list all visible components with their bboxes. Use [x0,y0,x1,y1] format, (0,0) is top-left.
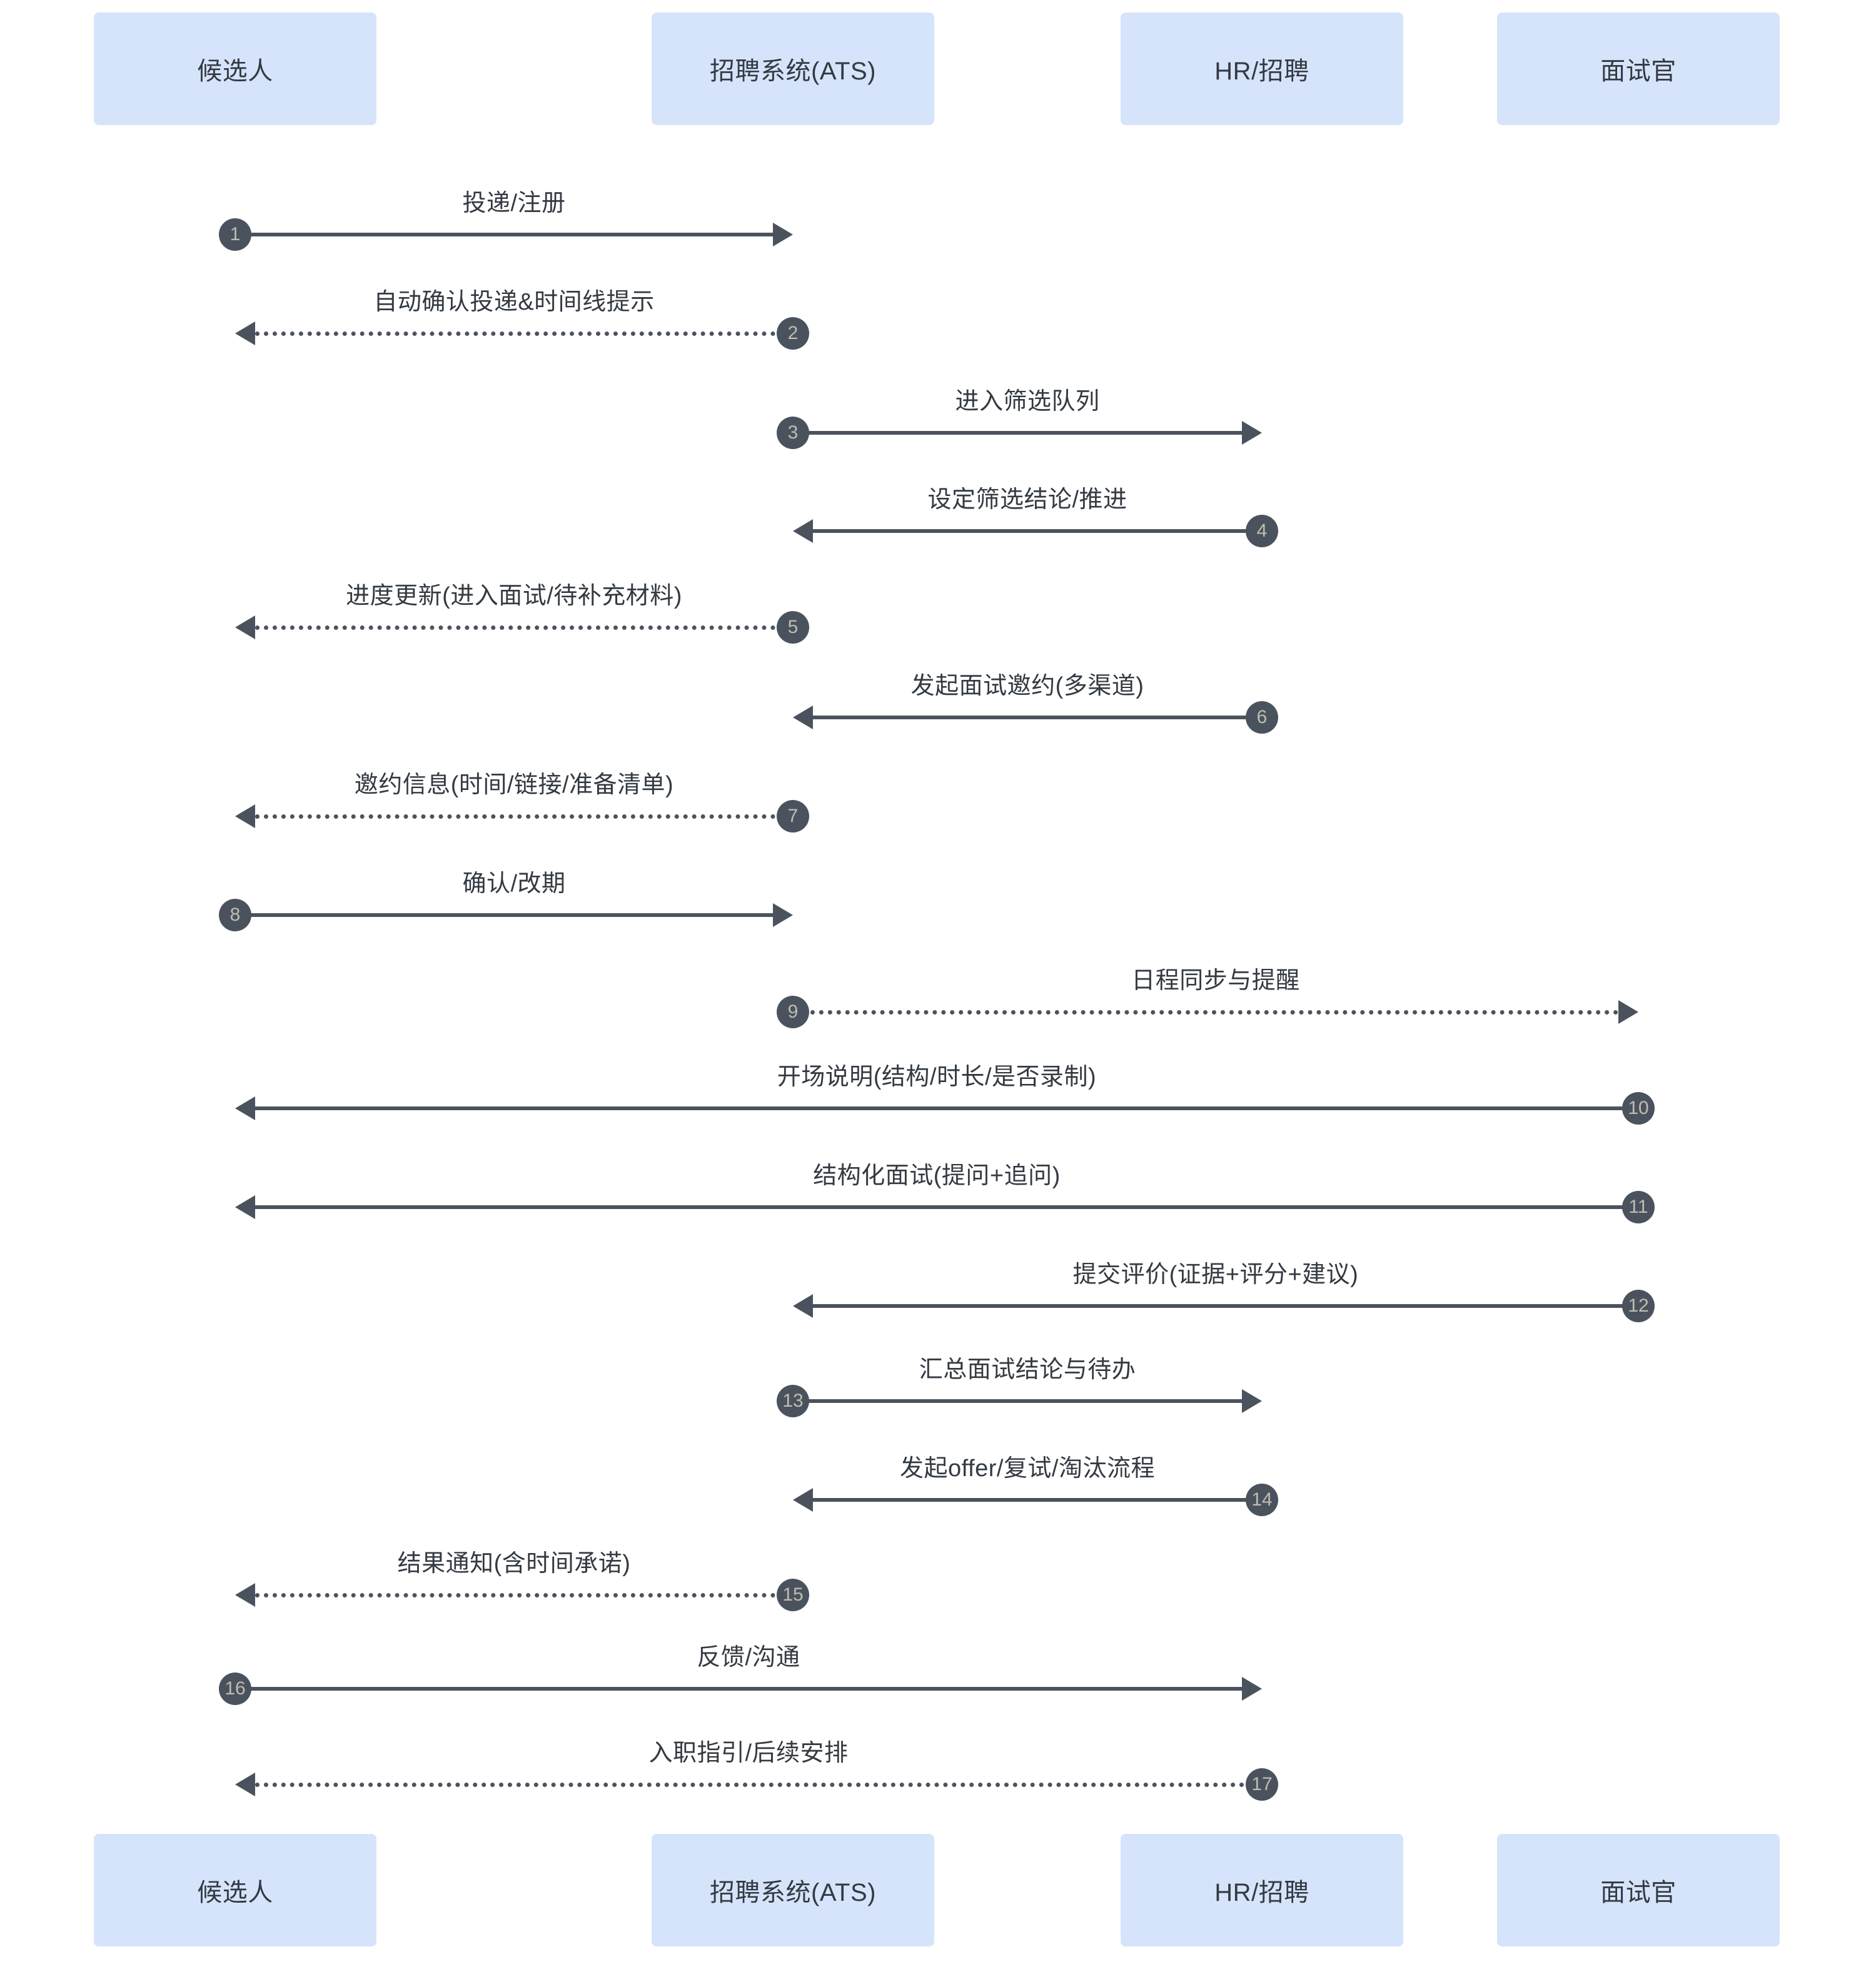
lifeline-interviewer [1638,125,1639,1834]
message-line-8 [235,913,773,917]
message-label-4: 设定筛选结论/推进 [927,487,1127,513]
message-label-9: 日程同步与提醒 [1131,968,1300,994]
message-line-13 [793,1399,1242,1403]
arrow-head-left-17 [235,1773,255,1796]
message-number-5: 5 [777,611,809,644]
actor-box-top-hr[interactable]: HR/招聘 [1121,13,1403,125]
actor-label-hr: HR/招聘 [1214,1879,1309,1906]
message-label-5: 进度更新(进入面试/待补充材料) [346,583,682,609]
arrow-head-right-1 [773,223,793,246]
message-number-3: 3 [777,417,809,449]
arrow-head-left-4 [793,519,813,543]
message-line-10 [255,1106,1638,1110]
arrow-head-left-7 [235,804,255,828]
message-line-2 [255,332,793,336]
actor-box-top-interviewer[interactable]: 面试官 [1497,13,1780,125]
message-line-3 [793,431,1242,435]
message-number-15: 15 [777,1579,809,1611]
arrow-head-left-2 [235,321,255,345]
message-line-17 [255,1783,1262,1787]
message-number-14: 14 [1246,1484,1278,1516]
arrow-head-right-9 [1618,1000,1638,1024]
arrow-head-left-6 [793,706,813,729]
message-line-1 [235,233,773,236]
message-label-13: 汇总面试结论与待办 [919,1357,1136,1383]
message-number-1: 1 [219,218,251,251]
message-label-8: 确认/改期 [462,871,566,897]
message-number-13: 13 [777,1385,809,1417]
actor-label-ats: 招聘系统(ATS) [710,58,876,85]
message-number-11: 11 [1622,1191,1655,1223]
message-number-4: 4 [1246,515,1278,547]
message-line-9 [793,1010,1618,1015]
message-line-16 [235,1687,1242,1691]
message-number-17: 17 [1246,1768,1278,1801]
actor-label-candidate: 候选人 [197,1879,273,1906]
message-label-7: 邀约信息(时间/链接/准备清单) [354,772,674,798]
message-label-1: 投递/注册 [462,190,566,216]
arrow-head-right-16 [1242,1677,1262,1701]
message-label-15: 结果通知(含时间承诺) [397,1551,631,1577]
message-number-2: 2 [777,317,809,350]
message-number-7: 7 [777,800,809,833]
message-line-5 [255,625,793,630]
actor-box-bottom-hr[interactable]: HR/招聘 [1121,1834,1403,1946]
message-label-3: 进入筛选队列 [955,388,1100,415]
message-line-12 [813,1304,1638,1308]
message-label-17: 入职指引/后续安排 [648,1740,849,1766]
message-line-7 [255,814,793,819]
actor-box-top-candidate[interactable]: 候选人 [94,13,376,125]
arrow-head-left-10 [235,1096,255,1120]
actor-box-bottom-candidate[interactable]: 候选人 [94,1834,376,1946]
actor-label-candidate: 候选人 [197,58,273,85]
message-number-9: 9 [777,996,809,1028]
actor-box-bottom-interviewer[interactable]: 面试官 [1497,1834,1780,1946]
arrow-head-left-5 [235,615,255,639]
message-number-6: 6 [1246,701,1278,734]
arrow-head-left-11 [235,1195,255,1219]
message-label-11: 结构化面试(提问+追问) [813,1163,1061,1189]
lifeline-candidate [234,125,236,1834]
message-number-10: 10 [1622,1092,1655,1125]
actor-label-hr: HR/招聘 [1214,58,1309,85]
message-label-14: 发起offer/复试/淘汰流程 [900,1455,1155,1482]
actor-box-bottom-ats[interactable]: 招聘系统(ATS) [652,1834,934,1946]
message-line-6 [813,716,1262,719]
message-number-8: 8 [219,899,251,931]
message-line-4 [813,529,1262,533]
message-label-12: 提交评价(证据+评分+建议) [1072,1262,1359,1288]
message-number-12: 12 [1622,1290,1655,1322]
message-label-16: 反馈/沟通 [697,1644,800,1671]
message-line-15 [255,1593,793,1597]
message-label-10: 开场说明(结构/时长/是否录制) [777,1064,1097,1090]
actor-box-top-ats[interactable]: 招聘系统(ATS) [652,13,934,125]
actor-label-ats: 招聘系统(ATS) [710,1879,876,1906]
arrow-head-right-8 [773,903,793,927]
lifeline-ats [792,125,794,1834]
actor-label-interviewer: 面试官 [1600,58,1677,85]
arrow-head-left-14 [793,1488,813,1512]
actor-label-interviewer: 面试官 [1600,1879,1677,1906]
lifeline-hr [1261,125,1263,1834]
arrow-head-left-12 [793,1294,813,1318]
message-line-14 [813,1498,1262,1502]
arrow-head-left-15 [235,1583,255,1607]
message-number-16: 16 [219,1673,251,1705]
message-label-6: 发起面试邀约(多渠道) [910,673,1144,699]
arrow-head-right-13 [1242,1389,1262,1413]
message-line-11 [255,1205,1638,1209]
arrow-head-right-3 [1242,421,1262,445]
message-label-2: 自动确认投递&时间线提示 [373,289,655,315]
